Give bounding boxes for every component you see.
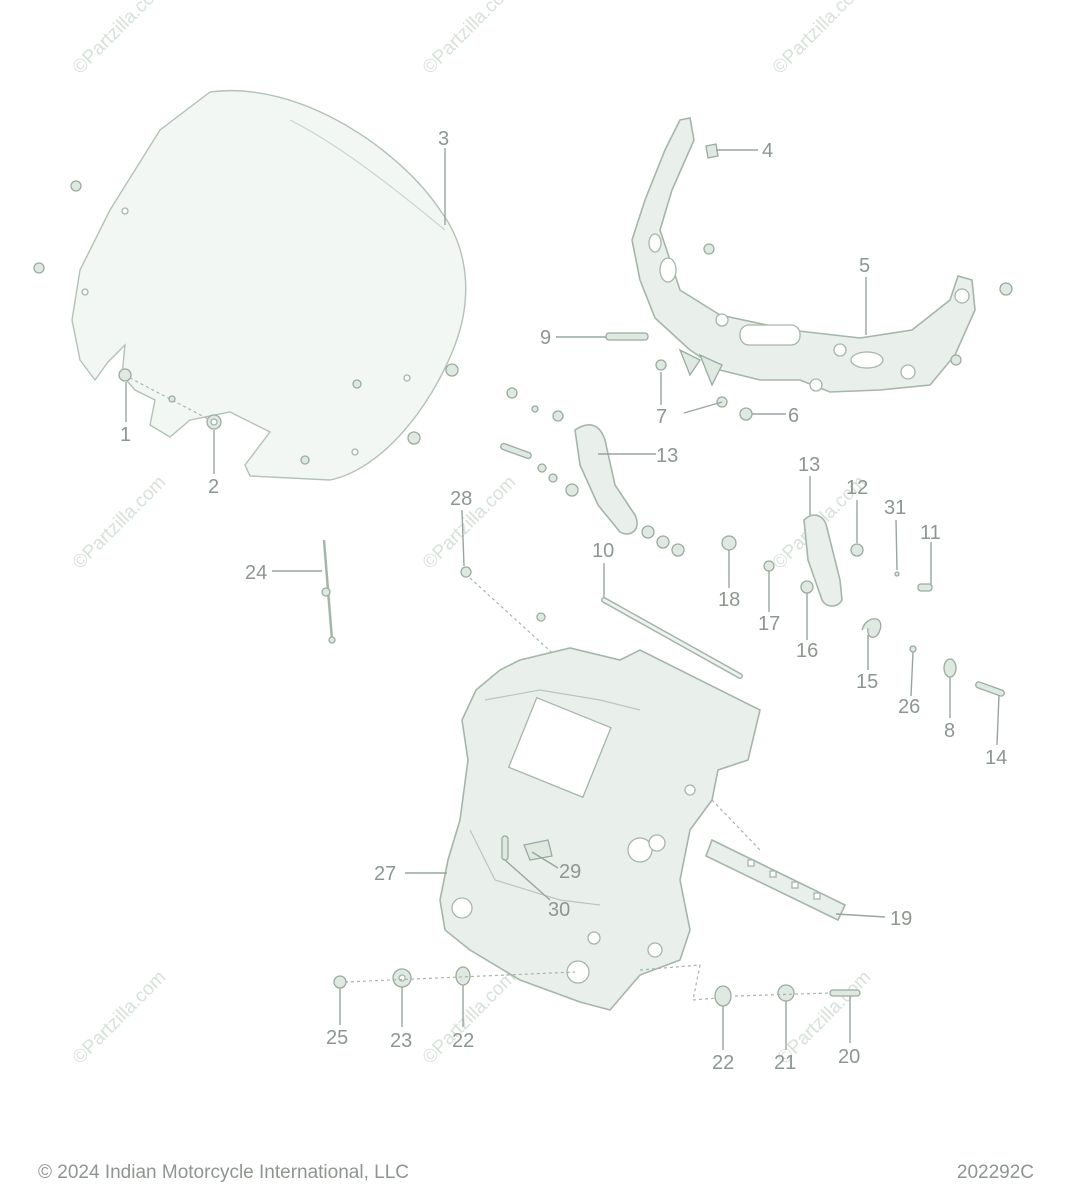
- bolt-21[interactable]: [734, 984, 831, 1002]
- callout-9: 9: [540, 327, 551, 349]
- bracket-nut[interactable]: [705, 143, 1013, 296]
- callout-19: 19: [890, 908, 912, 930]
- adjustment-arm-right[interactable]: [721, 514, 933, 607]
- watermark: ©Partzilla.com: [69, 967, 171, 1069]
- bolt-14[interactable]: [975, 681, 1005, 697]
- frame-clip[interactable]: [523, 839, 553, 861]
- watermark: ©Partzilla.com: [419, 967, 521, 1069]
- mount-rail[interactable]: [704, 799, 847, 922]
- watermark: ©Partzilla.com: [769, 0, 871, 79]
- callout-14: 14: [985, 747, 1007, 769]
- grommet-22-right[interactable]: [714, 985, 732, 1007]
- callout-26: 26: [898, 696, 920, 718]
- callout-7: 7: [656, 406, 667, 428]
- callout-11: 11: [920, 522, 941, 544]
- nut-25[interactable]: [333, 975, 347, 989]
- callout-3: 3: [438, 128, 449, 150]
- callout-22-right: 22: [712, 1052, 734, 1074]
- windshield-screw[interactable]: [118, 368, 211, 421]
- windshield-washer[interactable]: [206, 414, 222, 430]
- callout-18: 18: [718, 589, 740, 611]
- bolt-20[interactable]: [829, 989, 861, 997]
- callout-8: 8: [944, 720, 955, 742]
- callout-21: 21: [774, 1052, 796, 1074]
- callout-23: 23: [390, 1030, 412, 1052]
- watermark: ©Partzilla.com: [419, 0, 521, 79]
- callout-4: 4: [762, 140, 773, 162]
- callout-1: 1: [120, 424, 131, 446]
- callout-31: 31: [884, 497, 906, 519]
- callout-25: 25: [326, 1027, 348, 1049]
- bracket-bolt[interactable]: [605, 332, 667, 371]
- callout-20: 20: [838, 1046, 860, 1068]
- callout-6: 6: [788, 405, 799, 427]
- callout-22-left: 22: [452, 1030, 474, 1052]
- callout-5: 5: [859, 255, 870, 277]
- callout-17: 17: [758, 613, 780, 635]
- callout-24: 24: [245, 562, 267, 584]
- callout-12: 12: [846, 477, 868, 499]
- pin-26[interactable]: [909, 645, 917, 653]
- callout-16: 16: [796, 640, 818, 662]
- callout-30: 30: [548, 899, 570, 921]
- grommet-22-left[interactable]: [455, 966, 471, 986]
- callout-2: 2: [208, 476, 219, 498]
- callouts: 1 2 3 4 5 6 7 8 9 10 11 12 13 13 14 15 1…: [120, 128, 1007, 1074]
- callout-10: 10: [592, 540, 614, 562]
- spring[interactable]: [861, 618, 882, 638]
- callout-15: 15: [856, 671, 878, 693]
- leader-lines: [125, 148, 1000, 1050]
- callout-29: 29: [559, 861, 581, 883]
- adjustment-arm[interactable]: [500, 387, 685, 557]
- callout-13b: 13: [798, 454, 820, 476]
- callout-27: 27: [374, 863, 396, 885]
- pivot-shaft[interactable]: [601, 597, 743, 679]
- windshield[interactable]: [33, 90, 467, 481]
- screw-28[interactable]: [460, 566, 561, 661]
- nut-6[interactable]: [739, 407, 753, 421]
- stay-rod[interactable]: [321, 539, 336, 644]
- support-frame[interactable]: [439, 647, 761, 1011]
- watermark: ©Partzilla.com: [69, 472, 171, 574]
- upper-mount-bracket[interactable]: [631, 117, 976, 393]
- diagram-code: 202292C: [956, 1162, 1034, 1183]
- callout-28: 28: [450, 488, 472, 510]
- copyright-notice: © 2024 Indian Motorcycle International, …: [38, 1162, 409, 1183]
- washer-23[interactable]: [392, 968, 412, 988]
- cap-8[interactable]: [943, 658, 957, 678]
- frame-bolt[interactable]: [501, 835, 509, 861]
- watermark: ©Partzilla.com: [69, 0, 171, 79]
- callout-13: 13: [656, 445, 678, 467]
